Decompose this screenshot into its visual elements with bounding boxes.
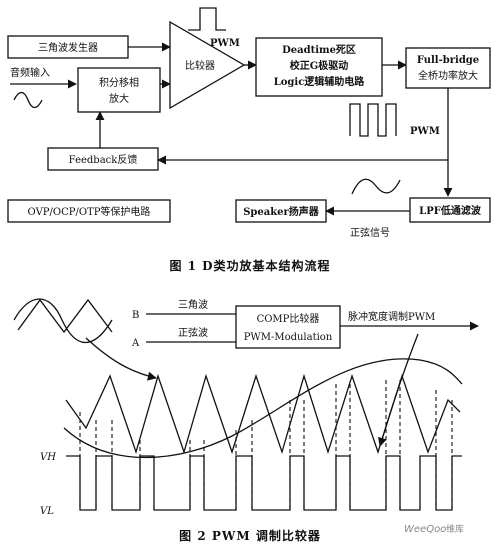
figure-2: B A 三角波 正弦波 COMP比较器 PWM-Modulation 脉冲宽度调… xyxy=(13,298,479,543)
vl-label: VL xyxy=(40,506,54,517)
sine-wave-icon xyxy=(351,178,401,195)
deadtime-label-1: Deadtime死区 xyxy=(282,44,356,56)
dashed-guides xyxy=(79,380,453,510)
comparator-label: 比较器 xyxy=(185,59,215,72)
audio-wave-icon xyxy=(13,91,43,109)
pwm-top-label: PWM xyxy=(210,38,240,49)
full-bridge-block: Full-bridge 全桥功率放大 xyxy=(405,47,491,89)
watermark-brand: WeeQoo xyxy=(404,524,446,535)
full-bridge-label-1: Full-bridge xyxy=(417,55,479,66)
comp-label-2: PWM-Modulation xyxy=(244,332,333,343)
pwm-pulse-train-icon xyxy=(349,103,397,137)
watermark-logo: WeeQoo 维库 xyxy=(404,523,464,535)
carrier-triangle-wave xyxy=(65,373,461,455)
speaker-block: Speaker扬声器 xyxy=(235,199,327,223)
figure-1: 三角波发生器 音频输入 积分移相 放大 比较器 PWM Deadtime死区 校… xyxy=(7,7,491,273)
lpf-block: LPF低通滤波 xyxy=(409,197,491,223)
deadtime-block: Deadtime死区 校正G极驱动 Logic逻辑辅助电路 xyxy=(255,37,383,97)
comp-block: COMP比较器 PWM-Modulation xyxy=(235,305,341,349)
feedback-block: Feedback反馈 xyxy=(47,147,159,171)
label-b: B xyxy=(132,310,139,321)
pwm-output-label: 脉冲宽度调制PWM xyxy=(348,310,435,323)
audio-input-label: 音频输入 xyxy=(10,66,50,79)
modulating-sine-wave xyxy=(63,358,463,459)
figure-2-caption: 图 2 PWM 调制比较器 xyxy=(179,528,321,543)
pwm-output-wave xyxy=(66,455,462,511)
comparator-block: 比较器 xyxy=(169,20,246,110)
triangle-generator-label: 三角波发生器 xyxy=(38,41,98,54)
figure-1-caption: 图 1 D类功放基本结构流程 xyxy=(169,258,330,273)
lpf-label: LPF低通滤波 xyxy=(419,204,482,217)
triangle-generator-block: 三角波发生器 xyxy=(7,35,129,59)
sine-wave-label: 正弦波 xyxy=(178,326,208,339)
integrator-block: 积分移相 放大 xyxy=(77,67,161,113)
triangle-wave-label: 三角波 xyxy=(178,298,208,311)
deadtime-label-3: Logic逻辑辅助电路 xyxy=(274,75,366,88)
pwm-pulse-icon xyxy=(188,7,226,31)
comp-label-1: COMP比较器 xyxy=(257,312,320,325)
integrator-label-2: 放大 xyxy=(109,92,129,105)
sine-signal-label: 正弦信号 xyxy=(350,226,390,239)
integrator-label-1: 积分移相 xyxy=(99,76,139,89)
pwm-mid-label: PWM xyxy=(410,126,440,137)
label-a: A xyxy=(131,338,140,349)
protection-label: OVP/OCP/OTP等保护电路 xyxy=(28,205,151,218)
sine-input-wave-icon xyxy=(13,298,113,344)
full-bridge-label-2: 全桥功率放大 xyxy=(418,69,478,82)
feedback-label: Feedback反馈 xyxy=(69,153,138,166)
vh-label: VH xyxy=(40,452,56,463)
protection-block: OVP/OCP/OTP等保护电路 xyxy=(7,199,171,223)
watermark-cn: 维库 xyxy=(446,523,464,535)
speaker-label: Speaker扬声器 xyxy=(243,205,320,218)
triangle-wave-icon xyxy=(17,298,113,334)
deadtime-label-2: 校正G极驱动 xyxy=(290,59,349,72)
